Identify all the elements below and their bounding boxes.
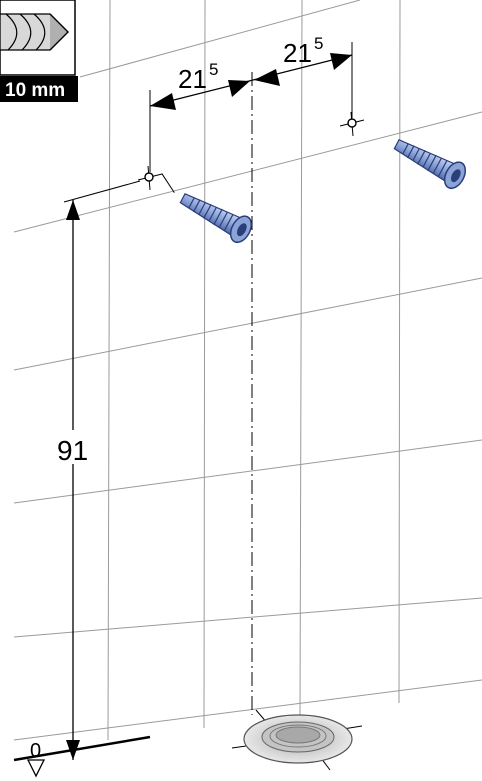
floor-drain-icon xyxy=(231,709,363,771)
wall-plug-icon xyxy=(393,139,467,190)
drill-bit-icon xyxy=(0,0,76,76)
drill-hole-right xyxy=(339,111,365,137)
floor-reference xyxy=(13,735,151,778)
height-label-backdrop xyxy=(52,430,92,464)
horizontal-dimension xyxy=(149,42,353,172)
height-value: 91 xyxy=(57,435,88,466)
drill-hole-left xyxy=(137,165,163,191)
floor-zero-label: 0 xyxy=(30,740,41,762)
drill-size-label: 10 mm xyxy=(5,80,65,101)
drill-size-badge: 10 mm xyxy=(0,76,78,102)
right-offset-superscript: 5 xyxy=(314,34,323,53)
left-offset-value: 21 xyxy=(178,64,207,94)
left-offset-superscript: 5 xyxy=(209,60,218,79)
vertical-dimension xyxy=(63,180,141,760)
right-offset-value: 21 xyxy=(283,38,312,68)
tile-grid xyxy=(13,0,482,741)
wall-plug-icon xyxy=(161,173,253,244)
